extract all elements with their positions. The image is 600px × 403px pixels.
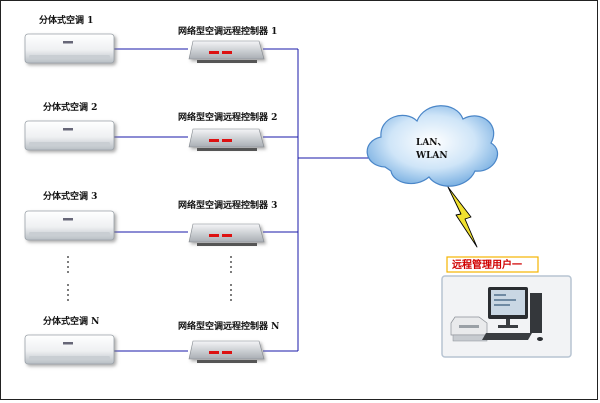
printer-icon — [450, 316, 488, 342]
remote-user-label-box — [446, 256, 539, 273]
controller-label-1: 网络型空调远程控制器 1 — [178, 25, 277, 37]
air-conditioner-icon — [24, 210, 115, 241]
network-label-line2: WLAN — [415, 151, 448, 161]
air-conditioner-icon — [24, 33, 115, 64]
network-label-line1: LAN、 — [416, 138, 447, 148]
remote-user-label: 远程管理用户一 — [452, 258, 522, 271]
ac-label-2: 分体式空调 2 — [43, 101, 97, 113]
ac-label-1: 分体式空调 1 — [39, 14, 93, 26]
controller-label-2: 网络型空调远程控制器 2 — [178, 111, 277, 123]
ellipsis-dots — [67, 256, 232, 301]
ac-label-n: 分体式空调 N — [43, 315, 99, 327]
network-cloud-icon — [366, 105, 498, 187]
air-conditioner-icon — [24, 120, 115, 151]
connection-lines — [114, 48, 376, 352]
remote-controller-icon — [188, 128, 265, 151]
controller-label-n: 网络型空调远程控制器 N — [178, 320, 279, 332]
desktop-computer-icon — [482, 287, 543, 341]
remote-controller-icon — [188, 340, 265, 363]
remote-controller-icon — [188, 223, 265, 246]
controller-label-3: 网络型空调远程控制器 3 — [178, 199, 277, 211]
ac-label-3: 分体式空调 3 — [43, 190, 97, 202]
lightning-bolt-icon — [447, 186, 478, 248]
remote-controller-icon — [188, 40, 265, 63]
air-conditioner-icon — [24, 334, 115, 365]
